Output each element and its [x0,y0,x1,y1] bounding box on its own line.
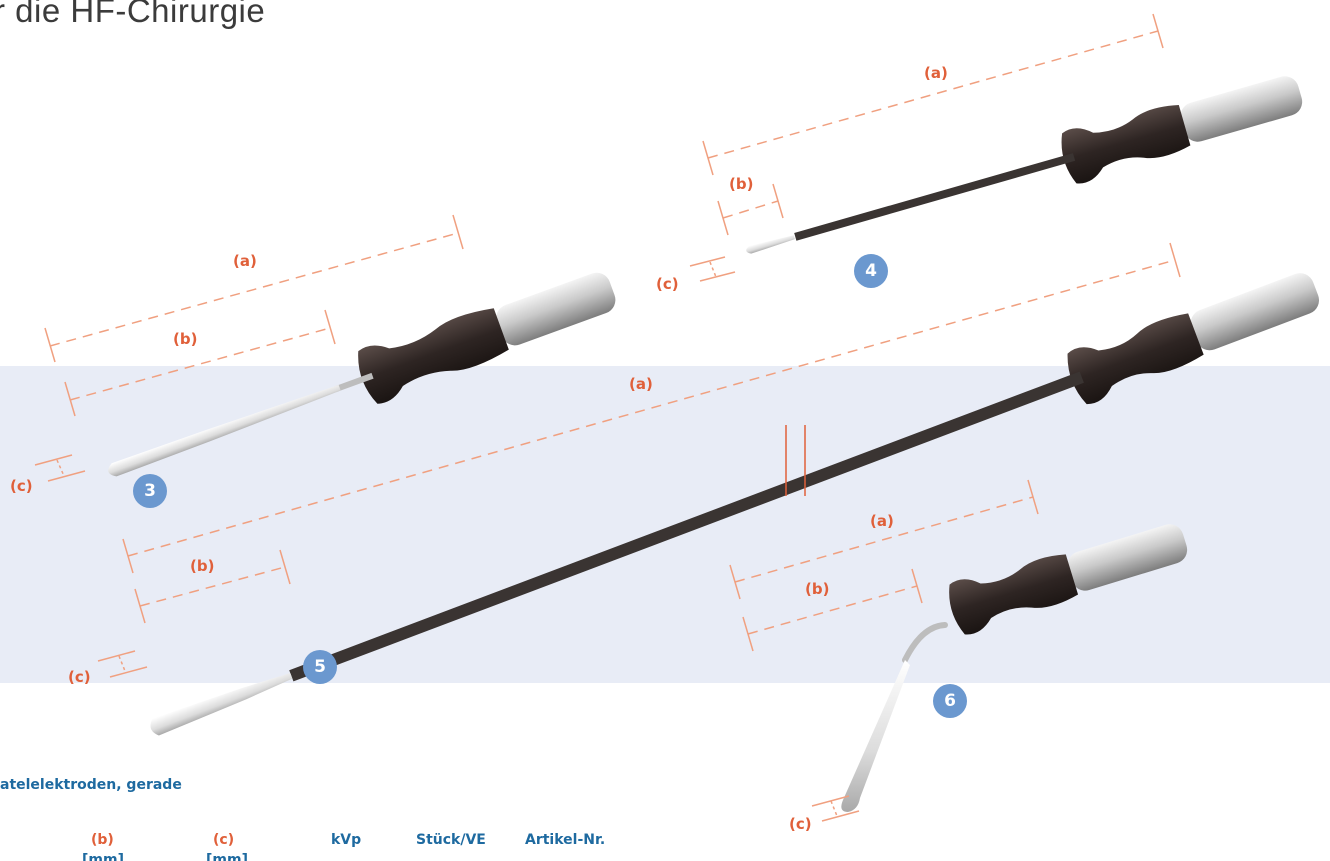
electrode-4 [746,76,1303,254]
dim-a-line-5 [127,259,1176,557]
dim-a-tick [1027,479,1039,515]
dim-label-a-3: (a) [233,252,257,270]
dim-b-line-5 [139,566,286,607]
item-number-badge: 3 [133,474,167,508]
electrode-6-grip [949,554,1079,635]
highlight-band [0,366,1330,683]
electrode-5 [150,273,1320,736]
dim-c-tick [689,256,726,267]
dim-c-link [830,800,838,817]
column-header-b: (b) [91,832,114,848]
dim-c-link [56,459,65,477]
dim-b-tick [64,381,76,417]
dimension-lines [34,13,1181,822]
column-unit-b: [mm] [82,852,124,861]
dim-a-line-6 [734,496,1034,583]
dim-c-tick [97,650,136,662]
electrode-3-blade [108,384,341,477]
dim-a-tick [1169,242,1181,278]
dim-label-c-3: (c) [10,477,33,495]
electrode-5-shaft [289,371,1084,682]
electrode-3-shaft [333,372,374,393]
dim-a-tick [122,538,134,574]
dim-label-b-3: (b) [173,330,198,348]
electrode-5-grip [1067,313,1204,405]
dim-a-tick [452,214,464,250]
dim-b-line-6 [747,585,918,635]
dim-label-a-4: (a) [924,64,948,82]
column-header-kvp: kVp [331,832,362,848]
dim-c-tick [821,810,860,822]
electrode-4-metal-cap [1180,76,1303,142]
dim-b-tick [134,588,146,624]
electrode-3-grip [358,308,509,404]
dim-a-tick [702,140,714,176]
item-number-badge: 6 [933,684,967,718]
dim-a-tick [44,327,56,363]
column-unit-c: [mm] [206,852,248,861]
dim-b-tick [772,183,784,219]
dim-b-tick [911,568,923,604]
electrode-4-tip [746,235,795,254]
item-number-badge: 4 [854,254,888,288]
dim-c-tick [811,795,850,807]
dim-c-link [118,655,126,672]
column-header-c: (c) [213,832,235,848]
electrode-4-grip [1061,105,1191,184]
page-title: r die HF-Chirurgie [0,0,266,29]
dim-label-a-5: (a) [629,375,653,393]
dim-b-tick [742,616,754,652]
dim-label-b-4: (b) [729,175,754,193]
item-number-badge: 5 [303,650,337,684]
dim-a-line-3 [49,232,459,347]
dim-label-c-6: (c) [789,815,812,833]
dim-a-line-4 [707,30,1159,159]
electrode-3-metal-cap [496,272,616,346]
electrode-4-shaft [794,153,1076,241]
dim-b-line-4 [722,200,779,219]
dim-c-tick [47,470,86,482]
electrode-5-metal-cap [1190,273,1320,351]
dim-label-a-6: (a) [870,512,894,530]
electrode-6 [841,524,1188,812]
electrode-3 [108,272,616,477]
dim-c-link [709,261,717,278]
column-header-artikel-nr: Artikel-Nr. [525,832,606,848]
dim-b-tick [279,549,291,585]
electrode-6-bent-shaft [902,622,948,663]
column-header-stueck-ve: Stück/VE [416,832,486,848]
dim-label-c-4: (c) [656,275,679,293]
electrode-5-blade [150,672,293,736]
section-heading: atelelektroden, gerade [0,777,182,793]
dim-a-tick [1152,13,1164,49]
electrode-6-blade [841,660,910,812]
electrode-6-metal-cap [1067,524,1188,591]
dim-label-b-6: (b) [805,580,830,598]
dim-b-tick [324,309,336,345]
dim-label-c-5: (c) [68,668,91,686]
dim-c-tick [699,271,736,282]
dim-b-tick [717,200,729,236]
dim-c-tick [109,666,148,678]
dim-label-b-5: (b) [190,557,215,575]
dim-a-tick [729,564,741,600]
dim-c-tick [34,454,73,466]
dim-b-line-3 [69,327,331,401]
